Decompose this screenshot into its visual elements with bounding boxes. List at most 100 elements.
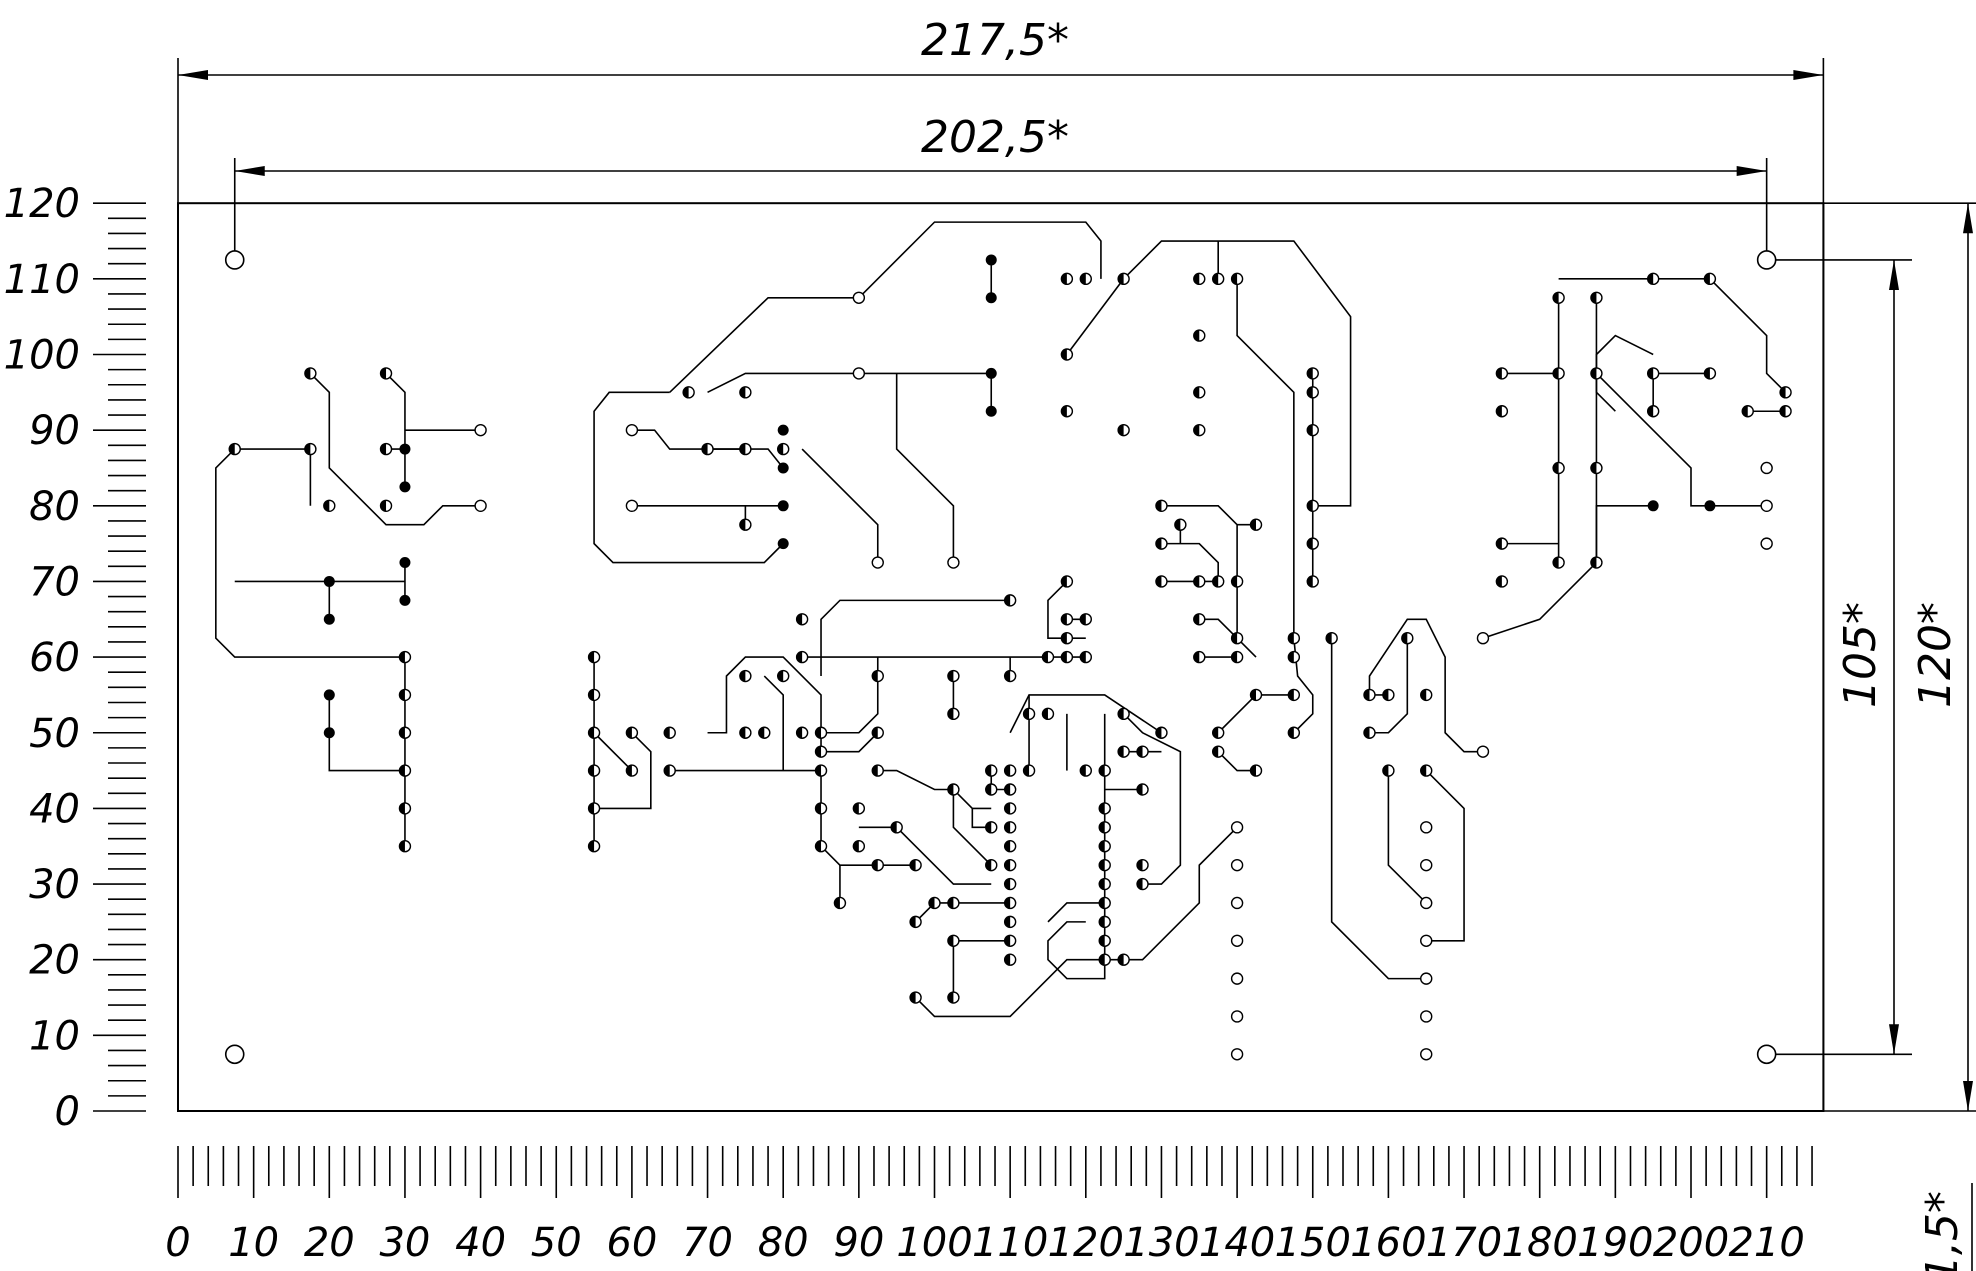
copper-trace xyxy=(1425,770,1465,942)
half-filled-pad xyxy=(1099,878,1105,890)
half-filled-pad xyxy=(399,689,405,701)
half-filled-pad xyxy=(1099,821,1105,833)
x-tick-label: 20 xyxy=(304,1220,355,1266)
copper-trace xyxy=(328,694,405,772)
half-filled-pad xyxy=(1647,405,1654,417)
filled-pad xyxy=(985,367,997,379)
half-filled-pad xyxy=(815,840,822,852)
half-filled-pad xyxy=(1099,859,1105,871)
half-filled-pad xyxy=(1061,613,1067,625)
half-filled-pad xyxy=(1004,821,1011,833)
copper-trace xyxy=(309,372,481,526)
half-filled-pad xyxy=(1061,651,1067,663)
copper-trace xyxy=(1047,921,1106,980)
copper-trace xyxy=(1123,240,1352,507)
half-filled-pad xyxy=(1288,632,1294,644)
half-filled-pad xyxy=(947,708,954,720)
copper-trace xyxy=(1066,278,1125,355)
dim-overall-height-label: 120* xyxy=(1910,602,1961,708)
half-filled-pad xyxy=(834,897,840,909)
copper-trace xyxy=(1330,638,1427,980)
mounting-hole xyxy=(1756,1044,1777,1065)
half-filled-pad xyxy=(1420,689,1427,701)
copper-trace xyxy=(1047,580,1086,639)
dim-arrowhead xyxy=(1889,259,1899,290)
open-pad xyxy=(947,556,960,569)
filled-pad xyxy=(1647,500,1659,512)
half-filled-pad xyxy=(1288,689,1294,701)
copper-trace xyxy=(234,448,312,506)
half-filled-pad xyxy=(853,840,859,852)
open-pad xyxy=(1476,631,1490,645)
half-filled-pad xyxy=(588,802,595,814)
x-tick-label: 0 xyxy=(165,1220,190,1266)
copper-trace xyxy=(594,732,652,810)
y-tick-label: 50 xyxy=(29,711,80,757)
dim-arrowhead xyxy=(1736,166,1767,176)
half-filled-pad xyxy=(1004,878,1011,890)
half-filled-pad xyxy=(1004,897,1011,909)
half-filled-pad xyxy=(399,765,405,777)
half-filled-pad xyxy=(323,500,330,512)
half-filled-pad xyxy=(1307,500,1313,512)
mounting-hole xyxy=(224,250,245,270)
x-tick-label: 200 xyxy=(1653,1220,1729,1266)
half-filled-pad xyxy=(758,727,765,739)
dim-arrowhead xyxy=(178,70,208,80)
open-pad xyxy=(474,423,487,437)
y-tick-label: 40 xyxy=(29,786,80,832)
half-filled-pad xyxy=(1553,292,1559,304)
half-filled-pad xyxy=(588,651,595,663)
filled-pad xyxy=(777,500,789,512)
half-filled-pad xyxy=(1553,557,1559,569)
half-filled-pad xyxy=(399,840,405,852)
half-filled-pad xyxy=(1080,651,1086,663)
copper-trace xyxy=(1293,638,1314,734)
half-filled-pad xyxy=(1193,651,1200,663)
half-filled-pad xyxy=(1099,840,1105,852)
half-filled-pad xyxy=(1155,575,1162,587)
half-filled-pad xyxy=(1193,575,1200,587)
x-tick-label: 150 xyxy=(1275,1220,1351,1266)
copper-trace xyxy=(801,448,879,563)
copper-trace xyxy=(1009,694,1162,734)
half-filled-pad xyxy=(1061,349,1067,360)
copper-trace xyxy=(895,373,955,563)
copper-trace xyxy=(858,221,1102,299)
half-filled-pad xyxy=(1382,765,1389,777)
y-tick-label: 70 xyxy=(29,559,80,605)
half-filled-pad xyxy=(947,992,954,1004)
half-filled-pad xyxy=(777,670,784,682)
half-filled-pad xyxy=(1231,632,1238,644)
copper-trace xyxy=(1595,372,1767,507)
half-filled-pad xyxy=(739,670,746,682)
half-filled-pad xyxy=(1307,424,1313,436)
half-filled-pad xyxy=(1137,878,1143,890)
half-filled-pad xyxy=(626,727,632,739)
half-filled-pad xyxy=(304,443,311,455)
copper-trace xyxy=(1217,751,1257,772)
half-filled-pad xyxy=(815,802,822,814)
copper-trace xyxy=(707,372,992,394)
half-filled-pad xyxy=(1288,651,1294,663)
half-filled-pad xyxy=(910,859,916,871)
y-tick-label: 10 xyxy=(29,1013,80,1059)
half-filled-pad xyxy=(1307,367,1313,379)
copper-trace xyxy=(1199,618,1238,639)
filled-pad xyxy=(399,443,411,455)
half-filled-pad xyxy=(1250,689,1257,701)
copper-trace xyxy=(1047,902,1105,923)
y-tick-label: 80 xyxy=(29,484,80,530)
half-filled-pad xyxy=(1231,575,1238,587)
half-filled-pad xyxy=(1042,651,1048,663)
copper-trace xyxy=(952,788,992,810)
y-tick-label: 20 xyxy=(29,938,80,984)
half-filled-pad xyxy=(683,386,689,398)
y-tick-label: 100 xyxy=(4,333,80,379)
half-filled-pad xyxy=(1590,292,1597,304)
open-pad xyxy=(1760,461,1773,475)
dim-offset-label: 1,5* xyxy=(1917,1191,1968,1271)
half-filled-pad xyxy=(1004,916,1011,928)
half-filled-pad xyxy=(1118,708,1124,720)
half-filled-pad xyxy=(588,765,595,777)
